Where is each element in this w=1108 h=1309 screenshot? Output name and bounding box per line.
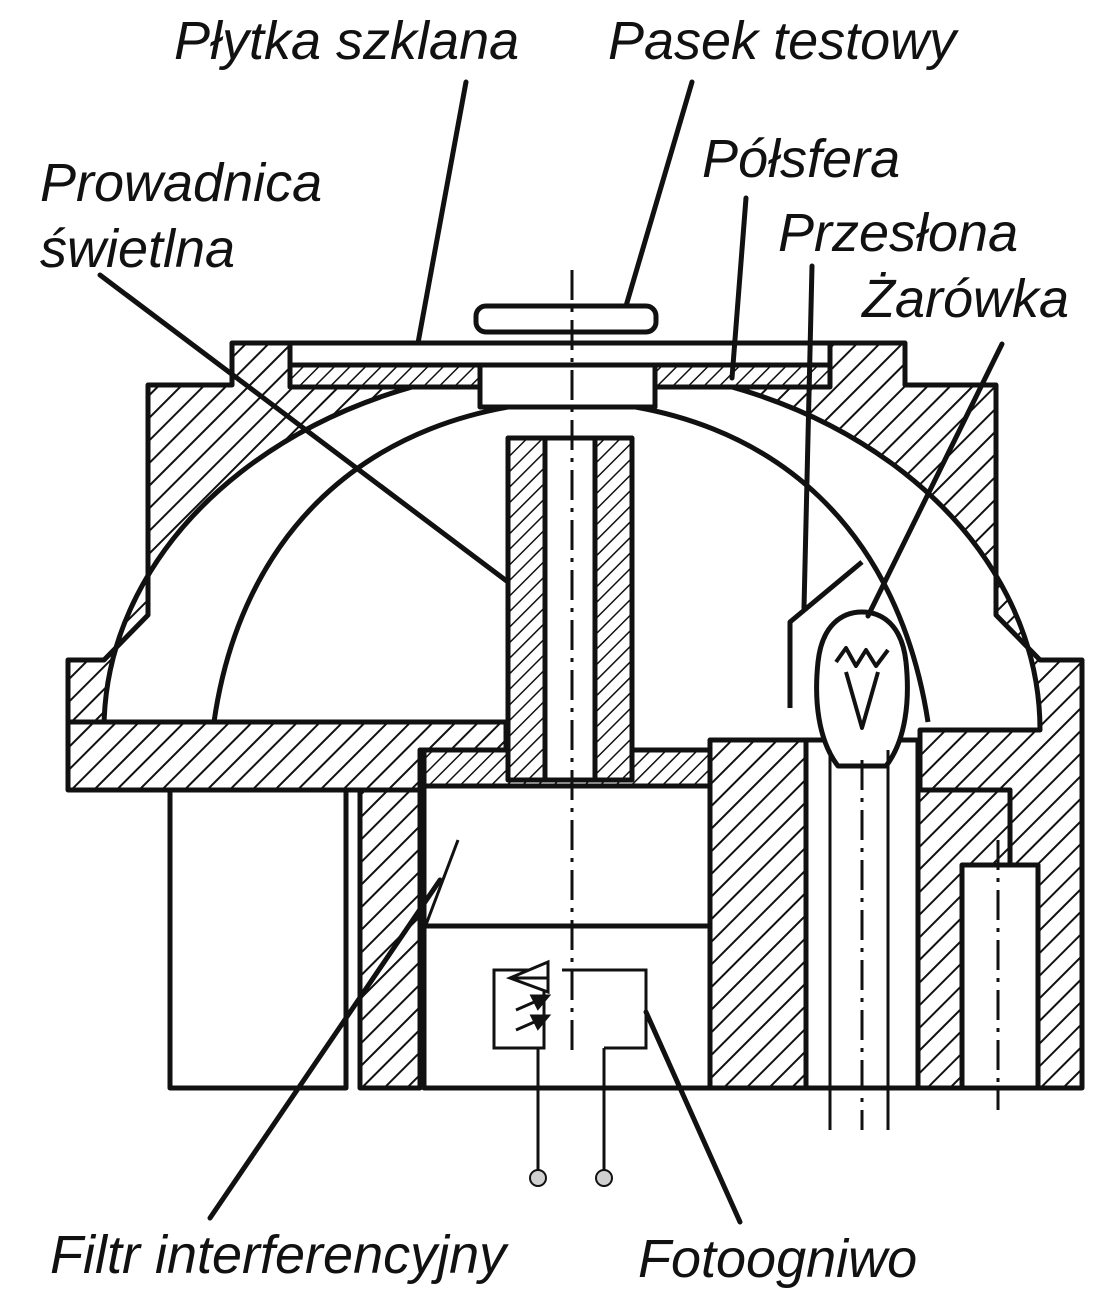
glass-plate <box>287 340 833 368</box>
label-bulb: Żarówka <box>862 269 1070 329</box>
leader-photocell <box>643 1009 743 1225</box>
leader-glass-plate <box>415 79 469 346</box>
label-glass-plate: Płytka szklana <box>174 11 520 71</box>
left-lower-wall <box>357 787 423 1091</box>
terminal-1 <box>529 1169 547 1187</box>
glass-plate-hatch-right <box>652 362 833 390</box>
leader-hemisphere <box>729 195 749 381</box>
right-lower-wall <box>707 737 809 1091</box>
label-test-strip: Pasek testowy <box>608 11 957 71</box>
right-compartment <box>959 862 1041 1091</box>
bulb-filament <box>834 646 890 668</box>
label-light-guide-line1: Prowadnica <box>40 153 323 213</box>
filter-mark <box>422 839 460 931</box>
leader-test-strip <box>623 79 695 309</box>
label-hemisphere: Półsfera <box>702 129 901 189</box>
label-interference-filter: Filtr interferencyjny <box>50 1225 507 1285</box>
glass-plate-center <box>477 362 658 410</box>
terminal-2 <box>595 1169 613 1187</box>
glass-plate-hatch-left <box>287 362 483 390</box>
label-diaphragm: Przesłona <box>778 203 1019 263</box>
label-photocell: Fotoogniwo <box>638 1229 918 1289</box>
test-strip <box>473 303 659 335</box>
light-guide-bore <box>542 435 598 783</box>
bulb <box>814 609 910 769</box>
filter-chamber <box>421 783 713 929</box>
leader-diaphragm <box>801 263 815 611</box>
left-compartment <box>167 787 349 1091</box>
label-light-guide-line2: świetlna <box>40 219 236 279</box>
diaphragm <box>787 560 864 708</box>
leader-bulb <box>865 341 1005 619</box>
leader-filter <box>207 877 443 1221</box>
bulb-filament-v <box>844 671 880 730</box>
photocell-symbol <box>492 959 648 1172</box>
leader-light-guide <box>97 272 511 585</box>
